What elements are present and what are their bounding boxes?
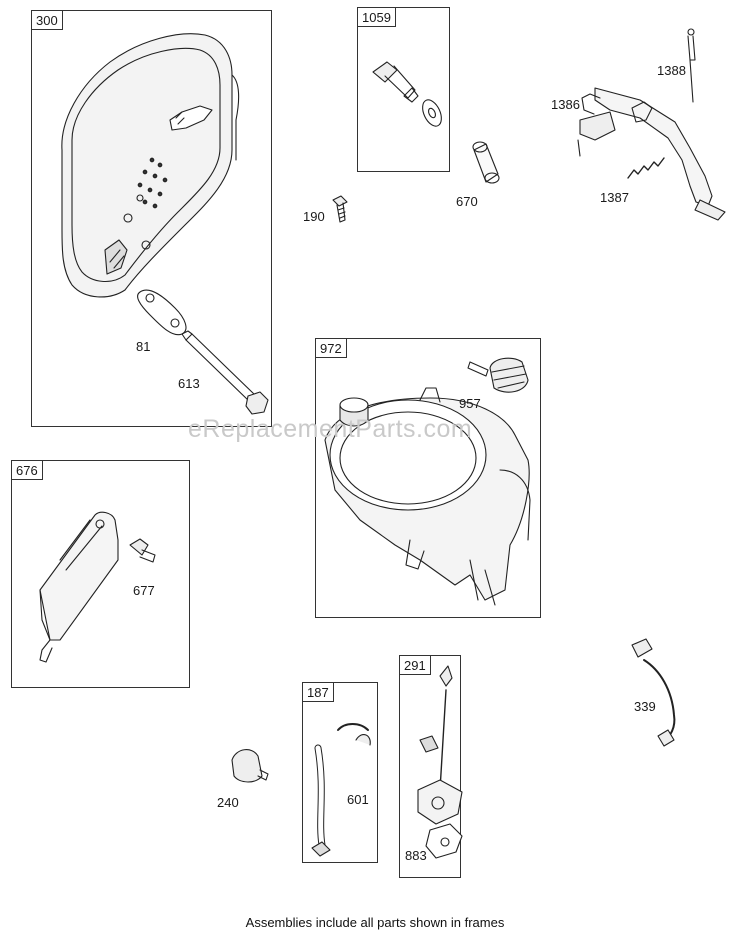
frame-972: 972 xyxy=(315,338,541,618)
gasket-883-part xyxy=(425,823,463,859)
callout-883: 883 xyxy=(405,848,427,863)
bracket-676-part xyxy=(39,511,119,663)
frame-1059: 1059 xyxy=(357,7,450,172)
callout-1388: 1388 xyxy=(657,63,686,78)
callout-677: 677 xyxy=(133,583,155,598)
rod-1388-part xyxy=(687,28,696,103)
frame-291-label: 291 xyxy=(399,655,431,675)
fuel-line-part xyxy=(311,723,371,857)
blower-housing-part xyxy=(324,387,531,606)
spring-1387-part xyxy=(627,157,665,179)
frame-300-label: 300 xyxy=(31,10,63,30)
bolt-613-part xyxy=(181,330,269,415)
frame-187-label: 187 xyxy=(302,682,334,702)
frame-291: 291 xyxy=(399,655,461,878)
breather-240-part xyxy=(231,749,269,783)
screw-190-part xyxy=(332,195,348,223)
callout-1387: 1387 xyxy=(600,190,629,205)
valve-291-part xyxy=(417,665,463,825)
watermark: eReplacementParts.com xyxy=(188,415,473,443)
callout-339: 339 xyxy=(634,699,656,714)
callout-613: 613 xyxy=(178,376,200,391)
frame-676-label: 676 xyxy=(11,460,43,480)
frame-187: 187 xyxy=(302,682,378,863)
callout-957: 957 xyxy=(459,396,481,411)
footer-note: Assemblies include all parts shown in fr… xyxy=(245,915,505,930)
knob-957-part xyxy=(467,357,529,393)
bolt-1059-part xyxy=(372,61,442,127)
frame-1059-label: 1059 xyxy=(357,7,396,27)
wire-339-part xyxy=(631,638,676,747)
callout-670: 670 xyxy=(456,194,478,209)
callout-1386: 1386 xyxy=(551,97,580,112)
bushing-670-part xyxy=(472,141,500,184)
frame-676: 676 xyxy=(11,460,190,688)
callout-81: 81 xyxy=(136,339,151,354)
frame-300: 300 xyxy=(31,10,272,427)
lever-1386-part xyxy=(577,87,726,221)
callout-601: 601 xyxy=(347,792,369,807)
muffler-part xyxy=(61,33,240,298)
screw-677-part xyxy=(129,538,156,563)
callout-190: 190 xyxy=(303,209,325,224)
callout-240: 240 xyxy=(217,795,239,810)
gasket-81-part xyxy=(137,289,187,336)
frame-972-label: 972 xyxy=(315,338,347,358)
